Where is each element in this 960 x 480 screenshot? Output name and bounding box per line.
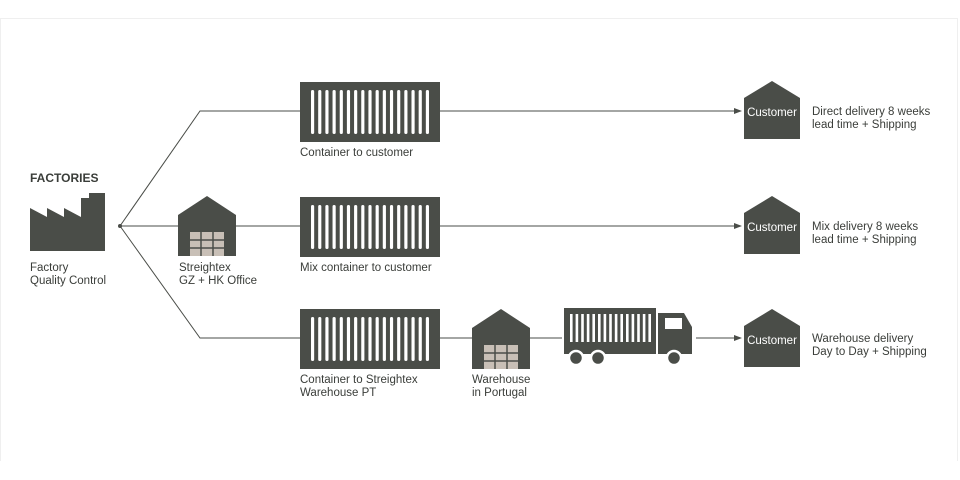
office-label: Streightex GZ + HK Office — [179, 262, 258, 287]
customer-label: Customer — [747, 107, 797, 119]
arrow-icon — [734, 335, 742, 341]
customer-label: Customer — [747, 222, 797, 234]
arrow-heads — [734, 108, 742, 341]
connector-lines — [119, 110, 736, 339]
branch-line-bottom — [119, 225, 300, 339]
container-label: Mix container to customer — [300, 262, 432, 274]
arrow-icon — [734, 223, 742, 229]
container-icon — [300, 309, 440, 369]
truck-icon — [564, 308, 692, 367]
customer-house-icon — [744, 309, 800, 367]
customer-house-icon — [744, 196, 800, 254]
arrow-icon — [734, 108, 742, 114]
container-label: Container to customer — [300, 147, 414, 159]
customer-house-icon — [744, 81, 800, 139]
diagram-frame — [0, 18, 958, 461]
delivery-label: Direct delivery 8 weeks lead time + Ship… — [812, 106, 931, 131]
warehouse-icon — [178, 196, 236, 256]
container-icon — [300, 197, 440, 257]
factory-label: Factory Quality Control — [30, 262, 107, 287]
customer-houses — [744, 81, 800, 367]
branch-line-top — [119, 110, 300, 227]
warehouse-pt-label: Warehouse in Portugal — [472, 374, 531, 399]
container-icon — [300, 82, 440, 142]
delivery-label: Mix delivery 8 weeks lead time + Shippin… — [812, 221, 919, 246]
factories-title: FACTORIES — [30, 171, 99, 185]
customer-label: Customer — [747, 335, 797, 347]
delivery-label: Warehouse delivery Day to Day + Shipping — [812, 333, 927, 358]
warehouse-icon — [472, 309, 530, 369]
container-label: Container to Streightex Warehouse PT — [300, 374, 418, 399]
junction-dot — [118, 224, 122, 228]
factory-icon — [30, 193, 105, 251]
